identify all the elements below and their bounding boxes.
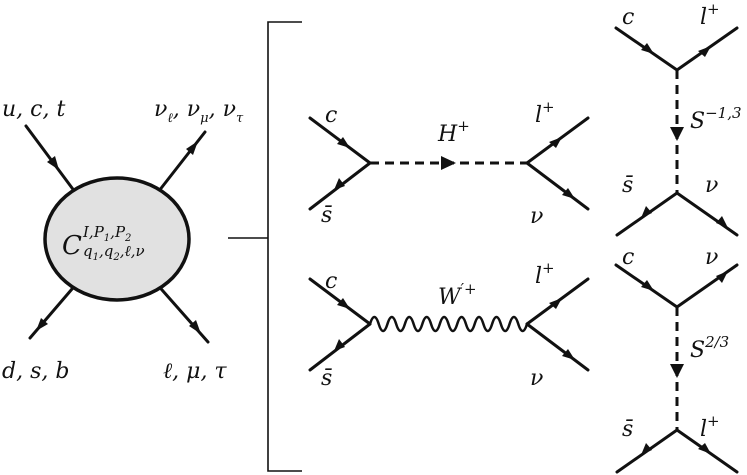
label-up-quarks: u, c, t xyxy=(2,97,65,122)
wprime-neutrino-line xyxy=(525,322,590,372)
wprime-label-sbar: s̄ xyxy=(321,366,332,391)
lepto1-sbar-arrow xyxy=(641,206,652,218)
lepto2-label-sbar: s̄ xyxy=(622,417,633,442)
charged-higgs-diagram: c s̄ H+ l+ ν xyxy=(308,98,590,229)
quark-arrow-bottom xyxy=(36,318,48,331)
higgs-label-lepton: l+ xyxy=(535,98,555,128)
wprime-diagram: c s̄ W′+ l+ ν xyxy=(308,259,590,391)
higgs-neutrino-line xyxy=(525,161,590,211)
lepto2-neutrino-line xyxy=(675,263,739,309)
leptoquark-s2-diagram: c ν S2/3 s̄ l+ xyxy=(614,245,739,474)
lepto2-propagator-arrow xyxy=(670,364,684,378)
wprime-label-boson: W′+ xyxy=(438,280,477,310)
lepto1-neutrino-arrow xyxy=(716,216,728,228)
lepto2-neutrino-arrow xyxy=(716,271,728,283)
wprime-neutrino-arrow xyxy=(562,349,575,360)
lepto1-propagator-arrow xyxy=(670,127,684,141)
wprime-lepton-arrow xyxy=(549,298,562,309)
label-coefficient-subscript: q1,q2,ℓ,ν xyxy=(83,242,145,263)
lepto2-label-boson: S2/3 xyxy=(690,333,729,363)
higgs-label-c: c xyxy=(325,103,337,128)
lepto2-label-lepton: l+ xyxy=(700,412,720,442)
lepto2-sbar-arrow xyxy=(641,443,652,455)
lepton-arrow xyxy=(189,320,201,334)
higgs-neutrino-arrow xyxy=(562,188,575,199)
higgs-label-boson: H+ xyxy=(437,117,470,147)
leptoquark-s1-diagram: c l+ S−1,3 s̄ ν xyxy=(614,0,742,237)
effective-vertex-diagram: u, c, t d, s, b νℓ, νμ, ντ ℓ, μ, τ C I,P… xyxy=(2,97,244,384)
higgs-lepton-arrow xyxy=(549,137,562,148)
lepto1-lepton-arrow xyxy=(698,46,711,57)
higgs-sbar-arrow xyxy=(334,178,345,190)
lepto1-label-boson: S−1,3 xyxy=(690,104,742,134)
higgs-propagator-arrow xyxy=(441,156,456,170)
wprime-label-neutrino: ν xyxy=(530,366,543,391)
lepto1-neutrino-line xyxy=(675,191,739,237)
label-coefficient-superscript: I,P1,P2 xyxy=(82,223,131,244)
lepto2-label-neutrino: ν xyxy=(705,245,718,270)
label-down-quarks: d, s, b xyxy=(2,359,69,384)
wprime-label-lepton: l+ xyxy=(535,259,555,289)
neutrino-arrow xyxy=(186,141,198,155)
wprime-propagator xyxy=(368,315,529,333)
effective-coupling-blob xyxy=(43,176,191,302)
lepto1-label-lepton: l+ xyxy=(700,0,720,30)
lepto1-label-neutrino: ν xyxy=(705,173,718,198)
expansion-bracket xyxy=(228,21,302,472)
lepto2-label-c: c xyxy=(622,245,634,270)
wprime-c-arrow xyxy=(337,298,350,309)
quark-arrow-top xyxy=(47,156,59,170)
lepto1-label-sbar: s̄ xyxy=(622,173,633,198)
higgs-label-sbar: s̄ xyxy=(321,203,332,228)
label-wilson-coefficient: C xyxy=(62,231,82,261)
lepto2-lepton-arrow xyxy=(698,443,711,454)
higgs-c-arrow xyxy=(337,137,350,148)
label-neutrinos: νℓ, νμ, ντ xyxy=(154,97,244,126)
wprime-sbar-arrow xyxy=(334,339,345,351)
higgs-label-neutrino: ν xyxy=(530,204,543,229)
label-charged-leptons: ℓ, μ, τ xyxy=(163,359,227,384)
wprime-label-c: c xyxy=(325,269,337,294)
lepto1-c-arrow xyxy=(641,43,654,54)
lepto1-label-c: c xyxy=(622,5,634,30)
bracket xyxy=(267,21,302,472)
lepto2-c-arrow xyxy=(641,280,654,291)
